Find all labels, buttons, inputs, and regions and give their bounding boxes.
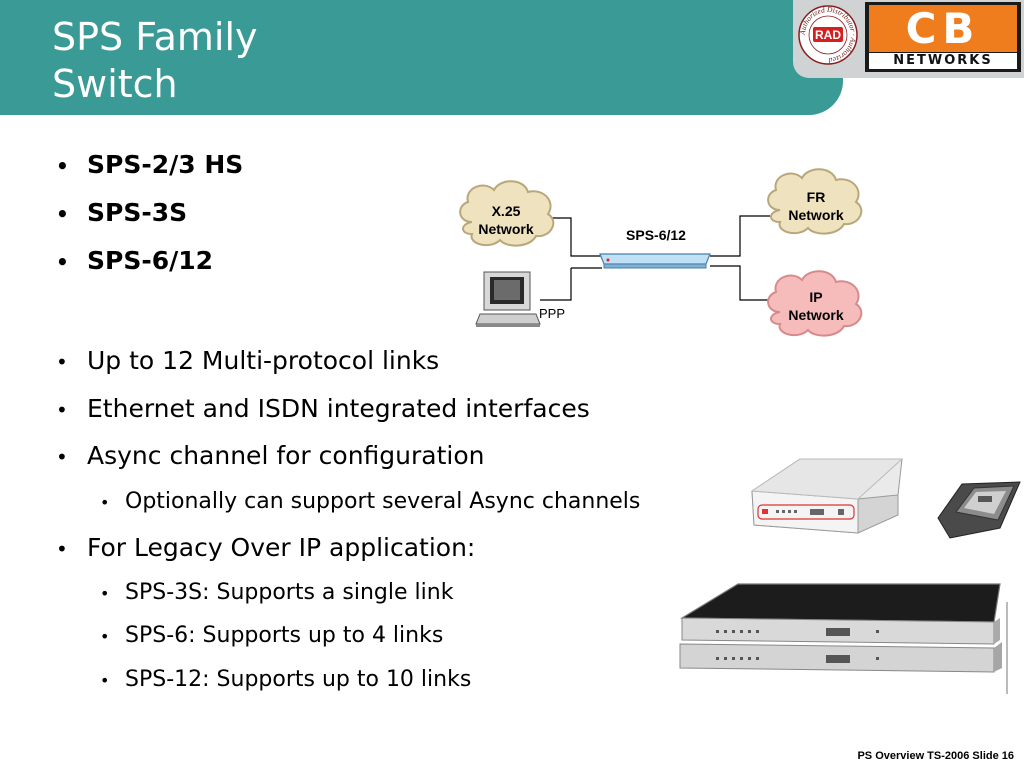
bullet-text: For Legacy Over IP application: <box>87 533 476 562</box>
bullet-glyph: • <box>56 350 68 374</box>
logo-area: Authorized Distributor · Authorized RAD … <box>793 0 1024 78</box>
ppp-label: PPP <box>539 306 566 321</box>
slide-title-line-2: Switch <box>52 62 178 106</box>
terminal-icon <box>475 271 541 327</box>
bullet-glyph: • <box>100 671 110 690</box>
bullet-glyph: • <box>56 250 69 274</box>
bullet-text: Async channel for configuration <box>87 441 485 470</box>
sps-desktop-unit-image <box>750 458 904 534</box>
fr-network-label: FR Network <box>776 188 856 224</box>
x25-cloud <box>459 180 555 247</box>
ip-link-line <box>710 265 770 301</box>
ip-cloud <box>767 270 863 337</box>
bullet-item: • Async channel for configuration <box>56 441 485 470</box>
ip-network-label: IP Network <box>776 288 856 324</box>
network-diagram: X.25 Network FR Network IP Network SPS-6… <box>440 160 880 350</box>
svg-text:RAD: RAD <box>815 28 841 42</box>
cb-logo-text: CB <box>869 5 1017 52</box>
fr-link-line <box>710 215 770 257</box>
networks-logo-text: NETWORKS <box>869 53 1017 69</box>
sub-bullet-item: • SPS-6: Supports up to 4 links <box>100 623 443 648</box>
bullet-text: SPS-2/3 HS <box>87 150 244 179</box>
slide-title: SPS Family Switch <box>52 14 258 108</box>
x25-link-line <box>552 217 602 257</box>
fr-cloud <box>767 168 863 235</box>
slide-footer: PS Overview TS-2006 Slide 16 <box>857 750 1014 762</box>
bullet-glyph: • <box>56 202 69 226</box>
bullet-text: SPS-6/12 <box>87 246 214 275</box>
authorized-distributor-seal: Authorized Distributor · Authorized RAD <box>798 5 858 65</box>
bullet-item: • SPS-2/3 HS <box>56 150 243 179</box>
fr-label-line-2: Network <box>788 207 844 223</box>
bullet-glyph: • <box>56 154 69 178</box>
sps-device-label: SPS-6/12 <box>626 227 686 243</box>
bullet-text: SPS-3S <box>87 198 188 227</box>
ppp-drop-line <box>540 268 572 301</box>
bullet-glyph: • <box>100 584 110 603</box>
bullet-text: SPS-3S: Supports a single link <box>125 580 454 605</box>
bullet-item: • SPS-3S <box>56 198 187 227</box>
bullet-glyph: • <box>56 445 68 469</box>
x25-network-label: X.25 Network <box>466 202 546 238</box>
bullet-glyph: • <box>100 493 110 512</box>
sub-bullet-item: • SPS-12: Supports up to 10 links <box>100 667 471 692</box>
sub-bullet-item: • Optionally can support several Async c… <box>100 489 640 514</box>
slide-title-line-1: SPS Family <box>52 15 258 59</box>
bullet-glyph: • <box>100 627 110 646</box>
bullet-item: • For Legacy Over IP application: <box>56 533 475 562</box>
sub-bullet-item: • SPS-3S: Supports a single link <box>100 580 453 605</box>
sps-module-image <box>937 481 1021 539</box>
bullet-text: Up to 12 Multi-protocol links <box>87 346 440 375</box>
title-band: SPS Family Switch <box>0 0 843 115</box>
bullet-item: • SPS-6/12 <box>56 246 213 275</box>
bullet-text: SPS-6: Supports up to 4 links <box>125 623 444 648</box>
sps-rack-units-image <box>679 583 1008 694</box>
ip-label-line-1: IP <box>809 289 823 305</box>
x25-label-line-1: X.25 <box>491 203 521 219</box>
bullet-text: SPS-12: Supports up to 10 links <box>125 667 472 692</box>
fr-label-line-1: FR <box>806 189 826 205</box>
ip-label-line-2: Network <box>788 307 844 323</box>
sps-device-icon <box>599 253 711 269</box>
bullet-glyph: • <box>56 398 68 422</box>
bullet-text: Ethernet and ISDN integrated interfaces <box>87 394 590 423</box>
x25-label-line-2: Network <box>478 221 534 237</box>
diagram-graphics <box>459 168 863 337</box>
bullet-item: • Up to 12 Multi-protocol links <box>56 346 439 375</box>
bullet-text: Optionally can support several Async cha… <box>125 489 641 514</box>
connection-lines <box>540 215 770 301</box>
cb-networks-logo: CB NETWORKS <box>865 2 1021 72</box>
bullet-item: • Ethernet and ISDN integrated interface… <box>56 394 590 423</box>
bullet-glyph: • <box>56 537 68 561</box>
